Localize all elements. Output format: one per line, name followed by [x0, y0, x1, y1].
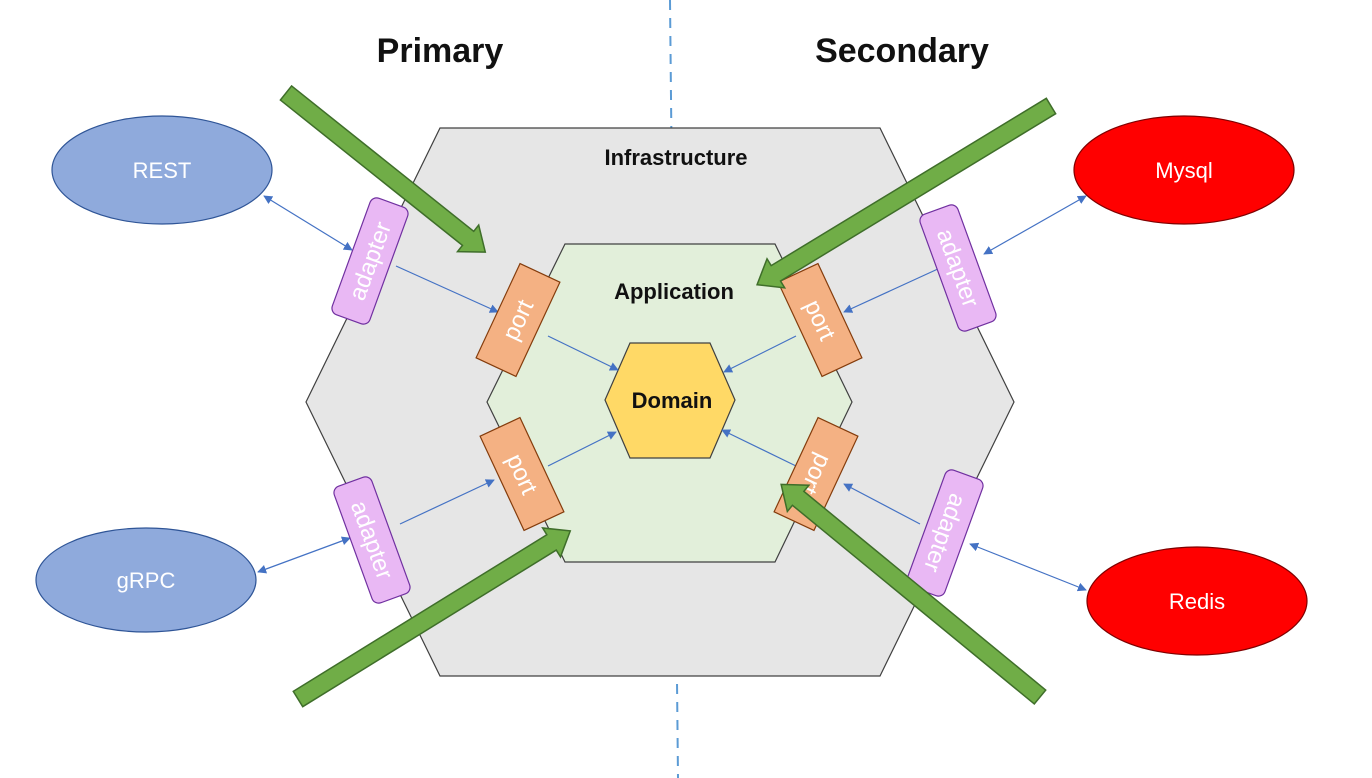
connector-adapter-port-bottom-right: [843, 483, 921, 525]
primary-heading: Primary: [377, 32, 504, 70]
arrow-bottom-right: [780, 483, 1047, 706]
domain-hexagon: [604, 342, 736, 459]
grpc-label: gRPC: [117, 568, 176, 593]
connector-adapter-port-top-left: [395, 265, 499, 313]
redis-label: Redis: [1169, 589, 1225, 614]
connector-rest-adapter: [263, 195, 353, 251]
connector-port-domain-top-left: [547, 335, 619, 371]
connector-redis-adapter: [969, 542, 1087, 592]
secondary-heading: Secondary: [815, 32, 989, 70]
arrow-top-right: [756, 97, 1057, 289]
arrow-bottom-left: [292, 527, 572, 708]
connector-port-domain-bottom-left: [547, 431, 617, 467]
connector-grpc-adapter: [257, 536, 351, 574]
mysql-label: Mysql: [1155, 158, 1212, 183]
connectors: [257, 195, 1087, 592]
rest-label: REST: [133, 158, 192, 183]
connector-adapter-port-bottom-left: [399, 479, 495, 525]
port-top-right: port: [777, 262, 863, 378]
arrow-top-left: [279, 84, 487, 253]
port-top-left: port: [475, 262, 561, 378]
connector-port-domain-bottom-right: [721, 429, 797, 467]
grpc-actor: gRPC: [35, 527, 257, 633]
infrastructure-label: Infrastructure: [604, 145, 747, 170]
connector-port-domain-top-right: [723, 335, 797, 373]
rest-actor: REST: [51, 115, 273, 225]
connector-adapter-port-top-right: [843, 267, 941, 313]
mysql-actor: Mysql: [1073, 115, 1295, 225]
application-label: Application: [614, 279, 734, 304]
connector-mysql-adapter: [983, 195, 1087, 255]
dependency-arrows: [279, 84, 1057, 708]
redis-actor: Redis: [1086, 546, 1308, 656]
port-bottom-left: port: [479, 416, 565, 532]
domain-label: Domain: [632, 388, 713, 413]
